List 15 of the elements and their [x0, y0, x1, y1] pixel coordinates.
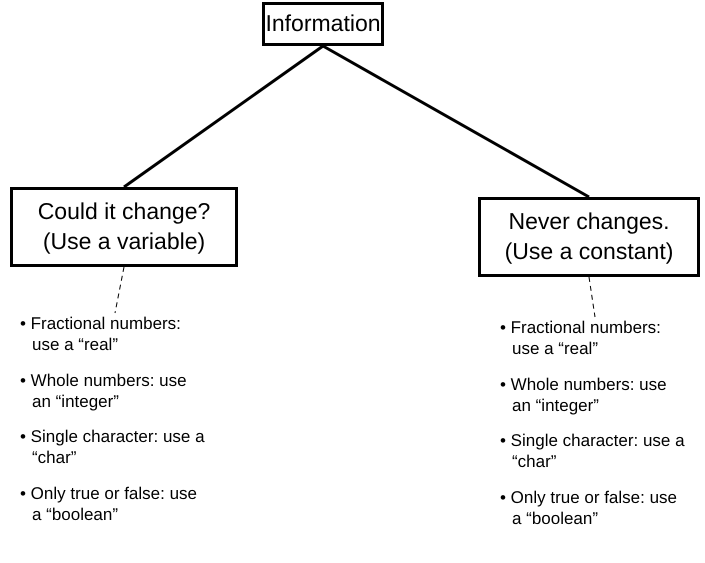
bullet-item: • Only true or false: use a “boolean” — [20, 482, 198, 525]
bullet-item: • Only true or false: use a “boolean” — [500, 486, 678, 529]
bullet-item: • Whole numbers: use an “integer” — [500, 374, 668, 416]
text-box: Information — [262, 2, 384, 46]
dashed-connector — [114, 266, 124, 314]
text-box: Never changes. (Use a constant) — [478, 197, 700, 277]
text-box: Could it change? (Use a variable) — [10, 187, 238, 267]
bullet-item: • Single character: use a “char” — [20, 426, 206, 468]
bullet-item: • Fractional numbers: use a “real” — [20, 313, 182, 356]
connector-line — [123, 44, 324, 188]
bullet-item: • Single character: use a “char” — [500, 430, 686, 472]
bullet-item: • Fractional numbers: use a “real” — [500, 317, 662, 360]
dashed-connector — [588, 276, 596, 318]
bullet-item: • Whole numbers: use an “integer” — [20, 370, 188, 412]
connector-line — [322, 44, 590, 198]
